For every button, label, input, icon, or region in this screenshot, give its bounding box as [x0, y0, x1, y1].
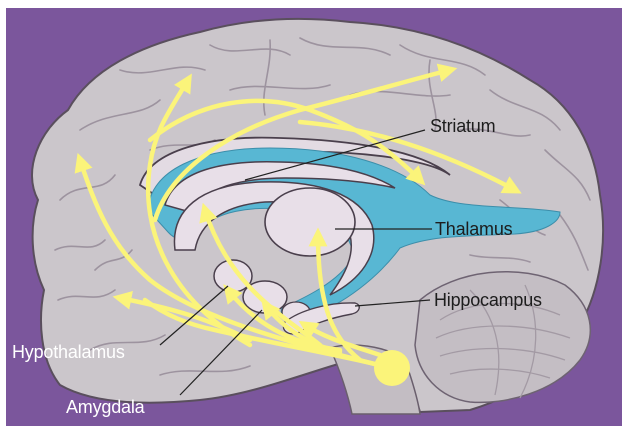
label-amygdala: Amygdala: [66, 397, 146, 417]
origin-nucleus: [374, 350, 410, 386]
label-hippocampus: Hippocampus: [434, 290, 542, 310]
thalamus-structure: [265, 188, 355, 256]
label-thalamus: Thalamus: [435, 219, 513, 239]
label-striatum: Striatum: [430, 116, 495, 136]
label-hypothalamus: Hypothalamus: [12, 342, 125, 362]
